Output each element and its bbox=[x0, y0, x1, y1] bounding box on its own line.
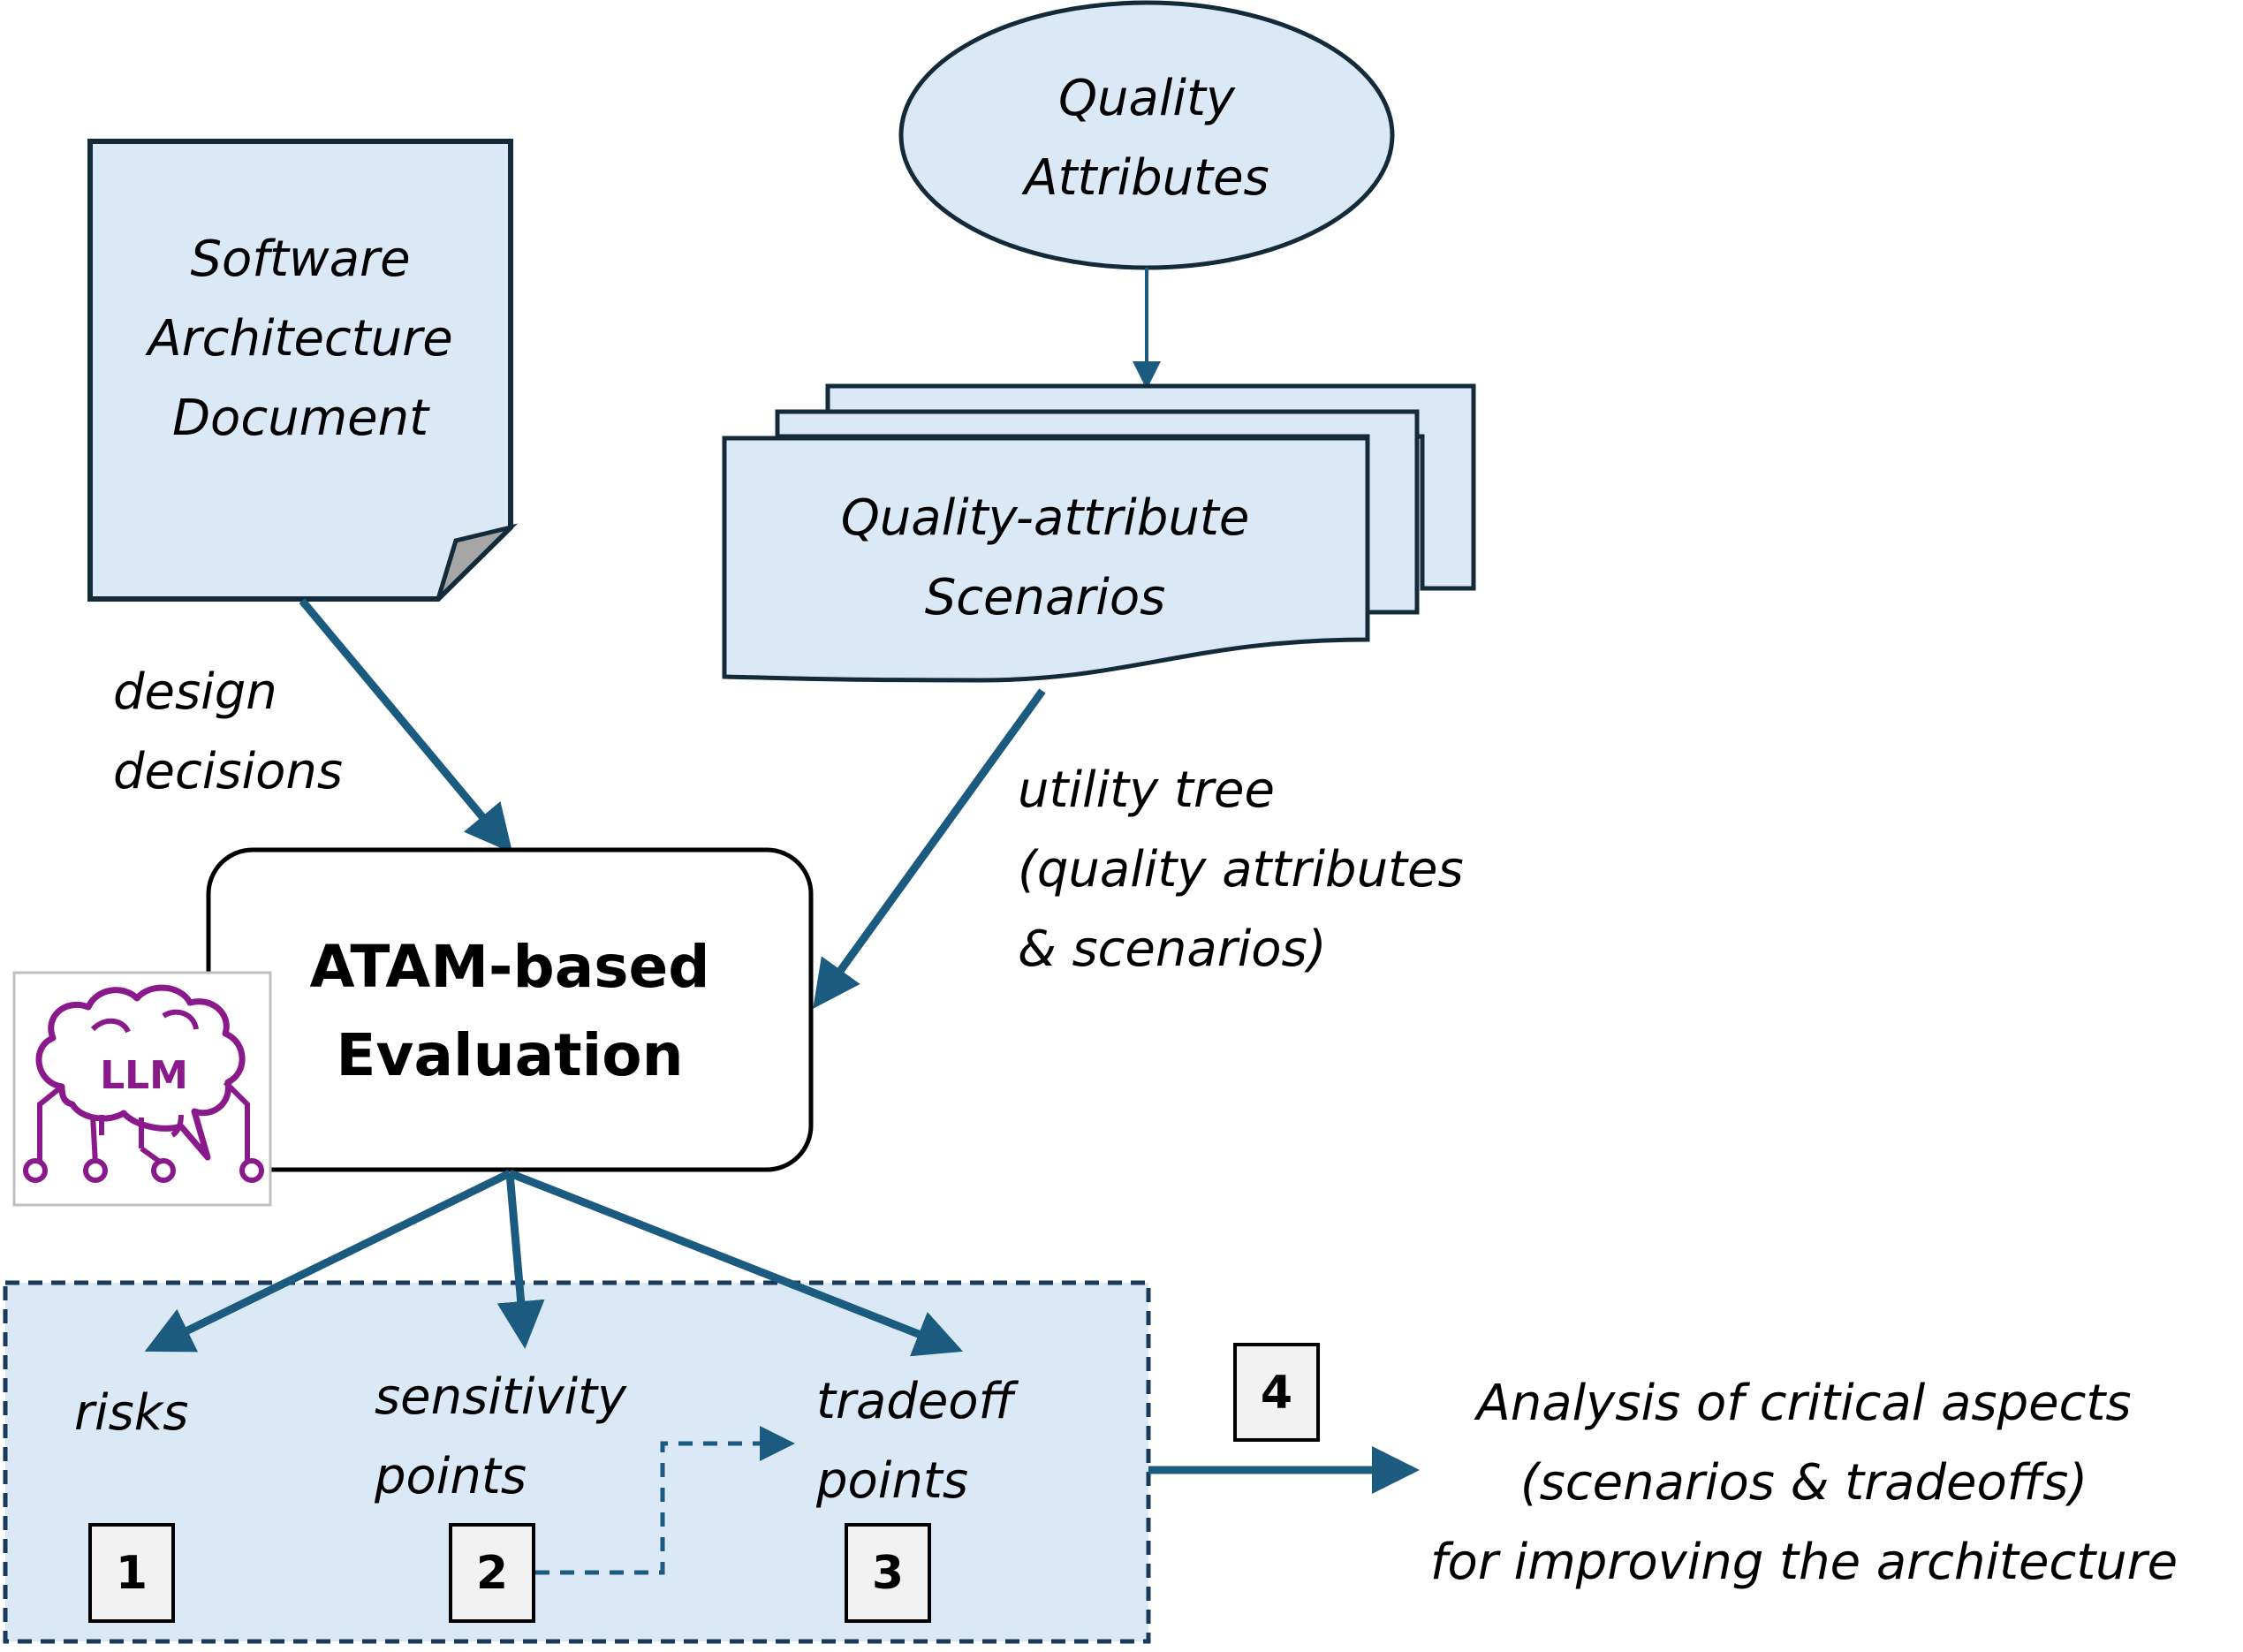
sad-line-3: Document bbox=[172, 390, 430, 447]
arrow-document-to-atam bbox=[299, 598, 513, 853]
sad-line-1: Software bbox=[190, 231, 410, 288]
quality-attribute-scenarios-node: Quality-attribute Scenarios bbox=[722, 383, 1476, 683]
llm-label: LLM bbox=[100, 1053, 188, 1098]
sensitivity-label-line-1: sensitivity bbox=[375, 1368, 627, 1426]
atam-evaluation-node: ATAM-based Evaluation bbox=[206, 847, 814, 1172]
badge-4-label: 4 bbox=[1261, 1367, 1292, 1420]
analysis-line-1: Analysis of critical aspects bbox=[1474, 1375, 2131, 1432]
badge-4: 4 bbox=[1233, 1343, 1320, 1442]
scenarios-line-2: Scenarios bbox=[925, 569, 1166, 626]
quality-attributes-node: Quality Attributes bbox=[898, 0, 1395, 270]
badge-3: 3 bbox=[845, 1523, 931, 1623]
atam-line-2: Evaluation bbox=[336, 1021, 683, 1089]
sensitivity-label-line-2: points bbox=[374, 1448, 527, 1505]
scenarios-line-1: Quality-attribute bbox=[841, 489, 1250, 547]
arrow-scenarios-to-atam bbox=[813, 688, 1046, 1009]
atam-line-1: ATAM-based bbox=[309, 933, 709, 1001]
design-decisions-line-2: decisions bbox=[113, 743, 343, 800]
analysis-line-3: for improving the architecture bbox=[1430, 1534, 2178, 1591]
quality-attributes-line-1: Quality bbox=[1058, 70, 1236, 127]
badge-1-label: 1 bbox=[116, 1547, 148, 1600]
tradeoff-label-line-2: points bbox=[815, 1452, 968, 1510]
badge-1: 1 bbox=[88, 1523, 175, 1623]
risks-label: risks bbox=[74, 1384, 188, 1442]
badge-2-label: 2 bbox=[476, 1547, 508, 1600]
badge-3-label: 3 bbox=[872, 1547, 904, 1600]
analysis-line-2: (scenarios & tradeoffs) bbox=[1520, 1454, 2088, 1512]
utility-tree-line-3: & scenarios) bbox=[1018, 921, 1327, 978]
arrow-atam-to-tradeoff bbox=[508, 1169, 964, 1357]
sad-line-2: Architecture bbox=[145, 310, 452, 368]
utility-tree-line-2: (quality attributes bbox=[1018, 841, 1464, 898]
quality-attributes-line-2: Attributes bbox=[1021, 149, 1269, 207]
software-architecture-document-node: Software Architecture Document bbox=[87, 139, 519, 602]
arrow-sensitivity-to-tradeoff bbox=[535, 1426, 795, 1575]
arrow-atam-to-risks bbox=[144, 1169, 511, 1353]
badge-2: 2 bbox=[449, 1523, 535, 1623]
design-decisions-line-1: design bbox=[113, 663, 277, 721]
utility-tree-line-1: utility tree bbox=[1018, 762, 1275, 819]
tradeoff-label-line-1: tradeoff bbox=[816, 1373, 1019, 1430]
arrow-atam-to-sensitivity bbox=[496, 1172, 545, 1349]
llm-brain-icon: LLM bbox=[12, 971, 272, 1207]
